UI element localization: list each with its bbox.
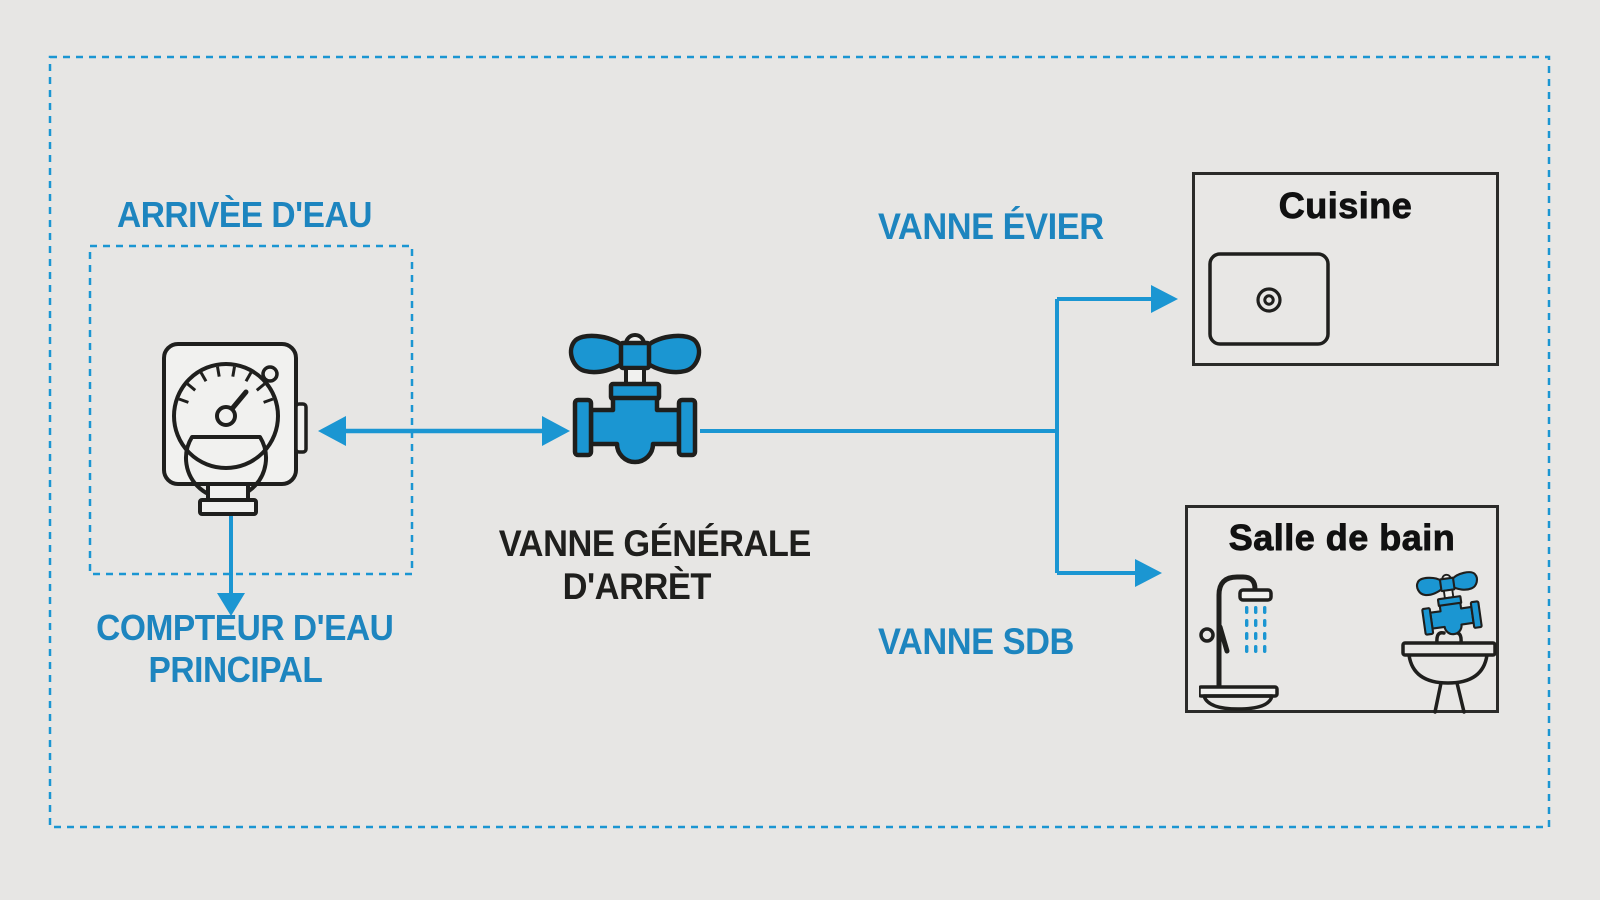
label-bathroom-valve: VANNE SDB [878, 621, 1089, 664]
bathroom-title: Salle de bain [1228, 517, 1456, 559]
arrow-to-bathroom [1057, 559, 1162, 587]
outer-boundary [48, 55, 1551, 829]
arrow-to-kitchen [1057, 285, 1178, 313]
meter-gauge [172, 362, 280, 500]
label-main-valve-line2: D'ARRÈT [562, 565, 712, 607]
shower-head-icon [1238, 588, 1273, 602]
label-water-supply-text: ARRIVÈE D'EAU [117, 194, 372, 235]
label-sink-valve: VANNE ÉVIER [878, 206, 1121, 249]
label-main-valve: VANNE GÉNÉRALE D'ARRÈT [487, 523, 812, 609]
label-main-meter-line1: COMPTEUR D'EAU [96, 607, 394, 648]
label-bathroom-valve-text: VANNE SDB [878, 621, 1074, 662]
label-main-valve-line1: VANNE GÉNÉRALE [498, 523, 812, 564]
label-sink-valve-text: VANNE ÉVIER [878, 206, 1104, 247]
pipe-main [700, 299, 1059, 573]
kitchen-sink-icon [1208, 252, 1330, 346]
label-main-meter: COMPTEUR D'EAU PRINCIPAL [85, 607, 394, 691]
kitchen-box: Cuisine [1192, 172, 1499, 366]
washbasin-icon [1401, 630, 1497, 714]
shower-lever-icon [1217, 624, 1230, 654]
arrow-meter-valve [318, 416, 570, 446]
water-supply-zone [88, 244, 414, 576]
shut-off-valve-icon [565, 330, 705, 465]
shower-icon [1199, 574, 1279, 711]
meter-label-arrow [217, 512, 245, 616]
sink-drain-icon [1256, 287, 1282, 313]
kitchen-title: Cuisine [1278, 185, 1413, 227]
bathroom-box: Salle de bain [1185, 505, 1499, 714]
water-meter-icon [162, 342, 308, 516]
label-water-supply: ARRIVÈE D'EAU [117, 194, 391, 236]
shower-spray-dots [1245, 606, 1267, 653]
label-main-meter-line2: PRINCIPAL [148, 648, 322, 690]
small-valve-icon [1413, 568, 1487, 641]
meter-indicator-dot [261, 365, 279, 383]
